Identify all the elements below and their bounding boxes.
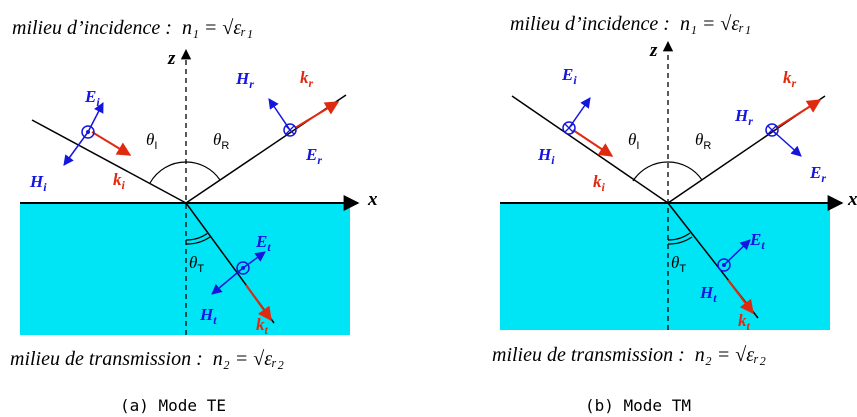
k-r-label-b: kr <box>783 68 797 90</box>
theta-r-label: θR <box>213 130 229 152</box>
e-t-label-b: Et <box>749 230 765 252</box>
incident-ray-b <box>511 95 669 204</box>
h-t-dot-symbol <box>717 258 731 272</box>
caption-b: (b) Mode TM <box>585 396 691 415</box>
theta-t-label: θT <box>189 253 204 275</box>
theta-t-arc-b <box>667 232 691 241</box>
k-t-label: kt <box>256 315 269 337</box>
h-r-label: Hr <box>235 69 254 91</box>
transmission-medium-label-b: milieu de transmission : n₂ = √εᵣ₂ <box>492 344 766 366</box>
theta-r-label-b: θR <box>695 130 711 152</box>
k-i-label-b: ki <box>593 172 606 194</box>
incidence-eq-b: n₁ = √εᵣ₁ <box>680 13 751 35</box>
e-r-label-b: Er <box>809 163 826 185</box>
e-t-label: Et <box>255 232 271 254</box>
k-t-arrow <box>245 284 272 322</box>
incident-ray <box>31 119 187 204</box>
k-i-arrow <box>91 131 132 156</box>
x-axis-label: x <box>367 189 378 210</box>
h-i-cross-symbol <box>562 121 576 135</box>
incidence-medium-label-b: milieu d’incidence : n₁ = √εᵣ₁ <box>510 13 751 35</box>
transmission-medium-label: milieu de transmission : n₂ = √εᵣ₂ <box>10 348 284 370</box>
e-t-dot-symbol <box>236 261 250 275</box>
theta-r-arc-b <box>667 161 703 181</box>
h-i-arrow <box>63 131 89 166</box>
panel-mode-te: milieu d’incidence : n₁ = √εᵣ₁ z x Ei Hi… <box>10 17 378 415</box>
h-r-cross-symbol <box>765 123 779 137</box>
transmission-eq: n₂ = √εᵣ₂ <box>213 348 284 370</box>
x-axis-label-b: x <box>847 189 857 210</box>
k-i-arrow-b <box>572 129 614 157</box>
k-r-label: kr <box>300 68 314 90</box>
panel-mode-tm: milieu d’incidence : n₁ = √εᵣ₁ z x Ei Hi… <box>430 0 857 417</box>
e-r-cross-symbol <box>283 123 297 137</box>
theta-t-label-b: θT <box>671 253 686 275</box>
e-i-dot-symbol <box>81 125 95 139</box>
transmission-medium-region <box>20 203 350 335</box>
theta-t-arc <box>185 232 209 241</box>
theta-i-arc <box>149 161 187 184</box>
incidence-medium-label: milieu d’incidence : n₁ = √εᵣ₁ <box>12 17 253 39</box>
k-t-label-b: kt <box>738 311 751 333</box>
k-i-label: ki <box>113 170 126 192</box>
theta-i-label-b: θI <box>628 130 639 152</box>
h-i-label-b: Hi <box>537 145 555 167</box>
theta-i-arc-b <box>632 161 669 182</box>
e-i-label-b: Ei <box>561 65 577 87</box>
k-t-arrow-b <box>727 279 754 315</box>
incidence-eq: n₁ = √εᵣ₁ <box>182 17 253 39</box>
h-t-label: Ht <box>199 305 217 327</box>
z-axis-label: z <box>167 48 176 69</box>
transmission-eq-b: n₂ = √εᵣ₂ <box>695 344 766 366</box>
caption-a: (a) Mode TE <box>120 396 226 415</box>
z-axis-label-b: z <box>649 40 658 61</box>
h-i-label: Hi <box>29 172 47 194</box>
theta-r-arc <box>185 161 221 181</box>
h-r-label-b: Hr <box>734 106 753 128</box>
transmission-medium-region-b <box>500 203 830 330</box>
diagram-te: milieu d’incidence : n₁ = √εᵣ₁ z x Ei Hi… <box>10 17 378 415</box>
diagram-tm: milieu d’incidence : n₁ = √εᵣ₁ z x Ei Hi… <box>492 13 857 415</box>
e-r-label: Er <box>305 145 322 167</box>
h-t-label-b: Ht <box>699 283 717 305</box>
k-r-arrow <box>294 101 340 129</box>
e-t-arrow <box>242 251 266 269</box>
e-i-label: Ei <box>84 87 100 109</box>
k-r-arrow-b <box>775 99 822 129</box>
theta-i-label: θI <box>146 130 157 152</box>
